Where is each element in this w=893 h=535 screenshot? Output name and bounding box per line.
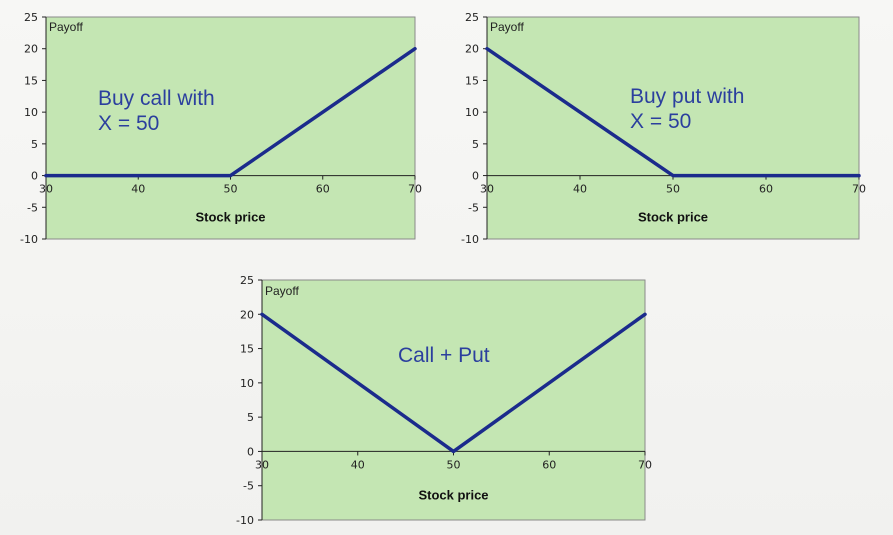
chart-annotation: Call + Put xyxy=(398,344,490,367)
payoff-line xyxy=(485,46,861,178)
x-tick-label: 50 xyxy=(666,183,680,196)
x-tick-label: 70 xyxy=(852,183,866,196)
x-tick-label: 50 xyxy=(447,458,461,471)
y-tick-label: -10 xyxy=(236,514,254,527)
y-tick-label: 5 xyxy=(247,411,254,424)
y-tick-label: -5 xyxy=(468,201,479,214)
x-tick-label: 40 xyxy=(131,183,145,196)
chart-annotation: X = 50 xyxy=(98,112,159,135)
x-tick-label: 70 xyxy=(638,458,652,471)
y-tick-label: 15 xyxy=(24,74,38,87)
y-tick-label: 10 xyxy=(240,377,254,390)
y-tick-label: 0 xyxy=(31,170,38,183)
x-axis-label: Stock price xyxy=(418,487,488,502)
x-tick-label: 30 xyxy=(39,183,53,196)
chart-annotation: X = 50 xyxy=(630,110,691,133)
x-axis-label: Stock price xyxy=(638,210,708,225)
y-tick-label: 5 xyxy=(31,138,38,151)
x-tick-label: 40 xyxy=(351,458,365,471)
plot-area xyxy=(45,16,416,240)
y-tick-label: 0 xyxy=(472,170,479,183)
y-tick-label: 15 xyxy=(240,343,254,356)
plot-area xyxy=(486,16,860,240)
y-tick-label: 0 xyxy=(247,445,254,458)
x-tick-label: 60 xyxy=(316,183,330,196)
y-tick-label: -10 xyxy=(461,233,479,246)
y-tick-label: 20 xyxy=(465,43,479,56)
y-tick-label: 25 xyxy=(465,11,479,24)
x-tick-label: 30 xyxy=(255,458,269,471)
y-tick-label: -10 xyxy=(20,233,38,246)
x-tick-label: 60 xyxy=(759,183,773,196)
y-tick-label: 20 xyxy=(24,43,38,56)
x-tick-label: 30 xyxy=(480,183,494,196)
plot-area xyxy=(261,279,646,521)
y-tick-label: 15 xyxy=(465,74,479,87)
payoff-line xyxy=(44,46,417,178)
payoff-line xyxy=(260,312,647,454)
y-tick-label: -5 xyxy=(27,201,38,214)
y-tick-label: 5 xyxy=(472,138,479,151)
y-axis-label: Payoff xyxy=(490,20,524,34)
y-tick-label: -5 xyxy=(243,480,254,493)
x-tick-label: 60 xyxy=(542,458,556,471)
y-tick-label: 25 xyxy=(24,11,38,24)
x-tick-label: 50 xyxy=(224,183,238,196)
y-tick-label: 25 xyxy=(240,274,254,287)
y-axis-label: Payoff xyxy=(265,284,299,298)
x-axis-label: Stock price xyxy=(195,210,265,225)
x-tick-label: 70 xyxy=(408,183,422,196)
chart-annotation: Buy put with xyxy=(630,85,744,108)
y-tick-label: 20 xyxy=(240,308,254,321)
x-tick-label: 40 xyxy=(573,183,587,196)
y-tick-label: 10 xyxy=(24,106,38,119)
y-tick-label: 10 xyxy=(465,106,479,119)
y-axis-label: Payoff xyxy=(49,20,83,34)
chart-annotation: Buy call with xyxy=(98,87,215,110)
